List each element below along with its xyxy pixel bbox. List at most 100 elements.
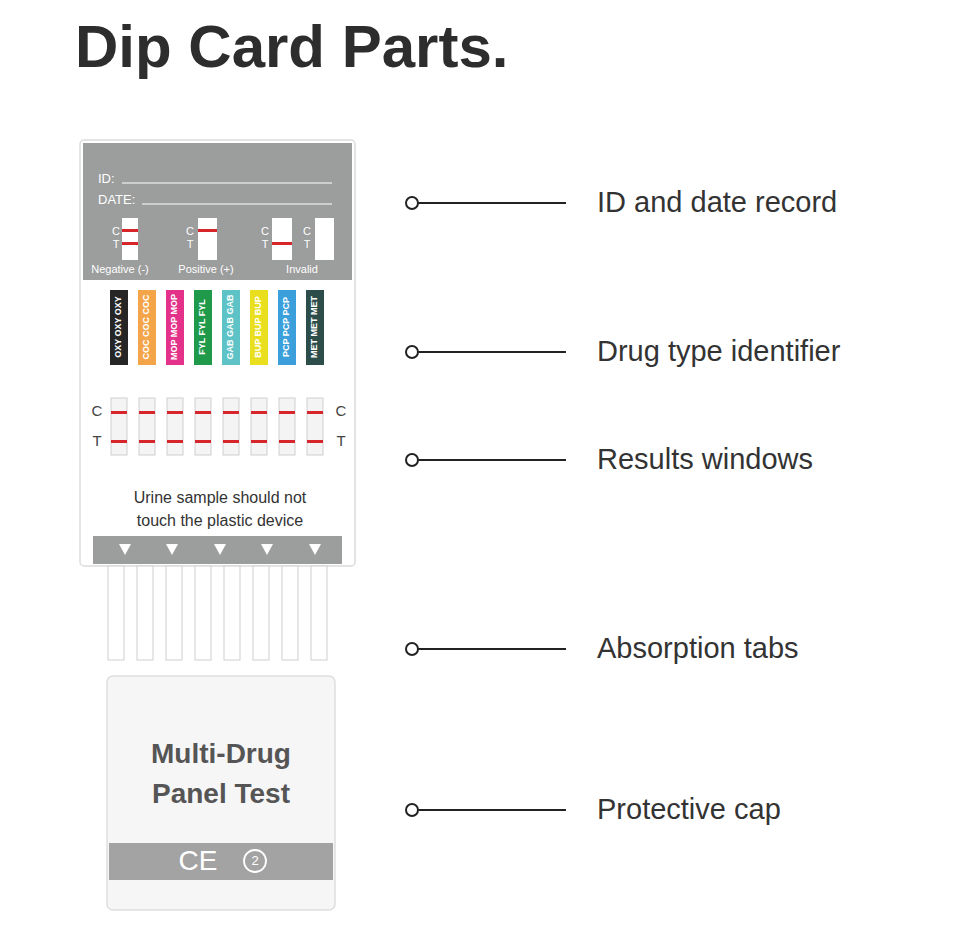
- red-line: [223, 440, 239, 443]
- drug-strip: [250, 290, 268, 365]
- leader-dot: [406, 804, 418, 816]
- result-window: [139, 398, 155, 455]
- window-letter: C: [261, 225, 269, 237]
- cap-band: CE2: [109, 843, 333, 880]
- drug-code: FYL FYL FYL: [198, 299, 208, 355]
- red-line: [195, 411, 211, 414]
- red-line: [272, 242, 292, 245]
- single-use-symbol: [244, 850, 266, 872]
- card-body: [80, 140, 355, 566]
- red-line: [307, 440, 323, 443]
- red-line: [122, 229, 138, 232]
- dip-arrow: [261, 544, 273, 555]
- example-window: [122, 218, 138, 260]
- leader-dot: [406, 346, 418, 358]
- drug-code: OXY OXY OXY: [114, 296, 124, 358]
- absorption-tab: [137, 566, 153, 660]
- absorption-tab: [166, 566, 182, 660]
- drug-code: COC COC COC: [142, 295, 152, 360]
- test-letter: T: [92, 433, 101, 450]
- leader-line: [418, 202, 566, 204]
- part-name: Results windows: [597, 444, 813, 476]
- result-window: [251, 398, 267, 455]
- drug-code: MET MET MET: [310, 296, 320, 358]
- drug-strip: [110, 290, 128, 365]
- red-line: [139, 440, 155, 443]
- control-letter: C: [336, 403, 347, 420]
- results-windows: [111, 398, 323, 455]
- window-letter: T: [113, 238, 120, 250]
- result-window: [223, 398, 239, 455]
- leader-line: [418, 809, 566, 811]
- leader-line: [418, 351, 566, 353]
- red-line: [167, 411, 183, 414]
- red-line: [251, 411, 267, 414]
- drug-code: GAB GAB GAB: [226, 295, 236, 360]
- cap-title: Multi-Drug Panel Test: [121, 734, 321, 814]
- red-line: [122, 242, 138, 245]
- red-line: [223, 411, 239, 414]
- protective-cap: Multi-Drug Panel TestCE2: [107, 676, 335, 910]
- cap-band: [109, 843, 333, 880]
- id-underline: [122, 183, 332, 184]
- window-letter: T: [304, 238, 311, 250]
- example-window: [198, 218, 217, 260]
- drug-strip: [306, 290, 324, 365]
- dip-arrow: [309, 544, 321, 555]
- leader-line: [418, 648, 566, 650]
- red-line: [167, 440, 183, 443]
- absorption-tab: [195, 566, 211, 660]
- dip-arrow: [166, 544, 178, 555]
- diagram-title: Dip Card Parts.: [75, 12, 508, 81]
- drug-code: PCP PCP PCP: [282, 297, 292, 357]
- cap-body: [107, 676, 335, 910]
- field-label: DATE:: [98, 192, 135, 208]
- red-line: [139, 411, 155, 414]
- instruction-text: Urine sample should not touch the plasti…: [120, 486, 320, 532]
- single-use-number: 2: [251, 853, 258, 869]
- red-line: [111, 440, 127, 443]
- result-caption: Invalid: [286, 263, 318, 275]
- result-window: [167, 398, 183, 455]
- leader-dot: [406, 454, 418, 466]
- red-line: [198, 229, 217, 232]
- drug-strip: [138, 290, 156, 365]
- example-window: [315, 218, 334, 260]
- absorption-tab: [108, 566, 124, 660]
- red-line: [279, 440, 295, 443]
- header-panel: ID: DATE:: [83, 143, 352, 280]
- drug-strip: [278, 290, 296, 365]
- dip-arrow: [214, 544, 226, 555]
- part-name: Absorption tabs: [597, 633, 799, 665]
- red-line: [251, 440, 267, 443]
- window-letter: C: [112, 225, 120, 237]
- leader-lines: [406, 197, 566, 816]
- field-label: ID:: [98, 171, 115, 187]
- result-window: [111, 398, 127, 455]
- dip-line-band: [93, 536, 342, 564]
- absorption-tab: [224, 566, 240, 660]
- window-letter: T: [187, 238, 194, 250]
- window-letter: C: [303, 225, 311, 237]
- test-letter: T: [336, 433, 345, 450]
- red-line: [111, 411, 127, 414]
- part-name: Drug type identifier: [597, 336, 840, 368]
- drug-strip: [222, 290, 240, 365]
- result-window: [307, 398, 323, 455]
- dip-arrow: [119, 544, 131, 555]
- drug-code: MOP MOP MOP: [170, 294, 180, 360]
- header-band: [83, 143, 352, 280]
- result-window: [279, 398, 295, 455]
- drug-code: BUP BUP BUP: [254, 296, 264, 358]
- leader-line: [418, 459, 566, 461]
- window-letter: T: [262, 238, 269, 250]
- part-name: ID and date record: [597, 187, 837, 219]
- result-caption: Negative (-): [91, 263, 148, 275]
- leader-dot: [406, 197, 418, 209]
- result-window: [195, 398, 211, 455]
- drug-strip: [166, 290, 184, 365]
- example-window: [272, 218, 292, 260]
- date-underline: [142, 204, 332, 205]
- red-line: [195, 440, 211, 443]
